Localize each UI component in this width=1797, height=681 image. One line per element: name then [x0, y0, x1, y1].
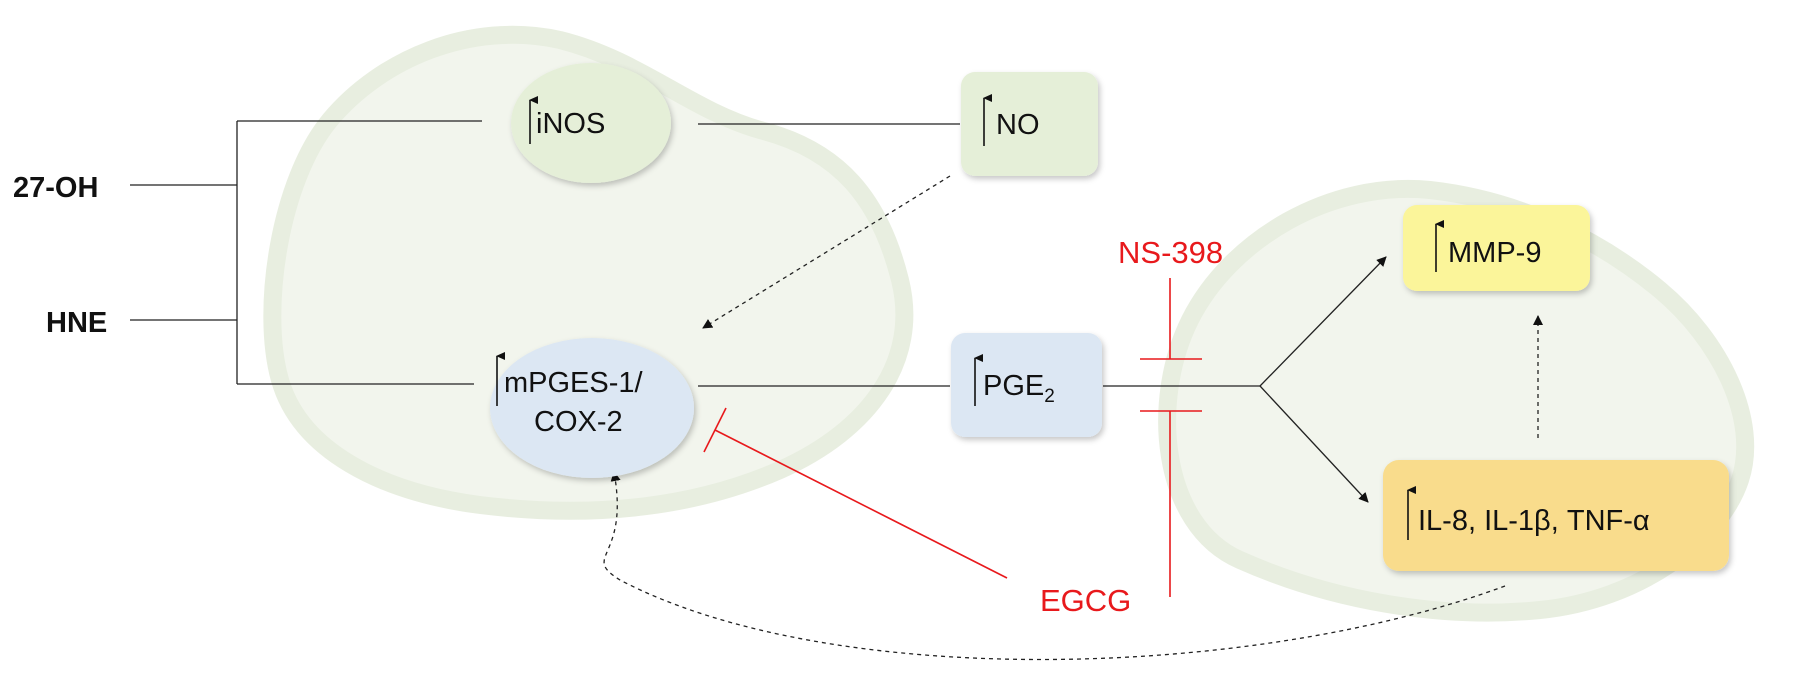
svg-text:PGE2: PGE2: [983, 370, 1055, 407]
dotted-arrows: [603, 175, 1543, 661]
egcg-to-mpges: [714, 429, 1008, 579]
node-mmp9: MMP-9: [1403, 205, 1590, 291]
svg-text:COX-2: COX-2: [534, 406, 623, 438]
svg-text:mPGES-1/: mPGES-1/: [504, 367, 644, 399]
input-27-oh: 27-OH: [13, 172, 98, 204]
node-pge2: PGE2: [951, 333, 1102, 437]
svg-text:NO: NO: [996, 109, 1040, 141]
svg-text:iNOS: iNOS: [536, 108, 605, 140]
node-no: NO: [961, 72, 1098, 176]
arrow-to-il8: [1259, 385, 1369, 503]
node-inos: iNOS: [511, 63, 671, 183]
svg-text:IL-8, IL-1β, TNF-α: IL-8, IL-1β, TNF-α: [1418, 505, 1650, 537]
dotted-no-to-mpges: [702, 175, 951, 329]
input-hne: HNE: [46, 307, 107, 339]
node-mpges-cox2: mPGES-1/ COX-2: [490, 338, 694, 478]
node-il8-il1b-tnfa: IL-8, IL-1β, TNF-α: [1383, 460, 1729, 571]
pge-subscript: 2: [1044, 386, 1055, 407]
cell-background-left: [263, 25, 914, 520]
inhibitor-ns398: NS-398: [1118, 235, 1223, 270]
arrow-to-mmp9: [1259, 256, 1387, 387]
egcg-mpges-bar: [703, 407, 727, 453]
connectors: [130, 120, 1387, 503]
inhibitor-egcg: EGCG: [1040, 583, 1131, 618]
pge-label: PGE: [983, 370, 1044, 402]
svg-text:MMP-9: MMP-9: [1448, 237, 1541, 269]
inhibition-lines: [703, 278, 1202, 597]
